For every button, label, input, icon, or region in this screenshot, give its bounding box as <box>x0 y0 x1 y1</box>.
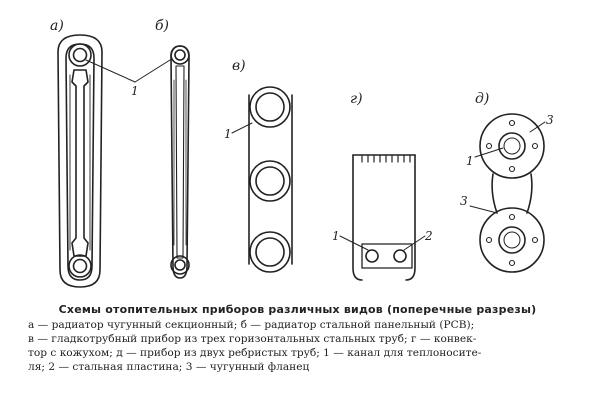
callout-a-b-1: 1 <box>131 84 139 98</box>
callout-d-1: 1 <box>466 154 474 168</box>
callout-g-2: 2 <box>424 229 433 243</box>
label-v: в) <box>232 58 246 74</box>
callout-v-1: 1 <box>224 127 232 141</box>
label-g: г) <box>350 91 363 107</box>
radiator-steel-panel <box>170 45 190 279</box>
caption-title: Схемы отопительных приборов различных ви… <box>58 303 537 316</box>
caption-body: а — радиатор чугунный секционный; б — ра… <box>28 318 588 374</box>
caption-line: ля; 2 — стальная пластина; 3 — чугунный … <box>28 361 310 373</box>
convector-with-casing <box>352 154 416 281</box>
smooth-tube-device <box>248 86 293 273</box>
leader-lines <box>85 59 546 251</box>
caption-line: а — радиатор чугунный секционный; б — ра… <box>28 319 475 331</box>
label-d: д) <box>475 91 489 107</box>
callout-d-3-bottom: 3 <box>460 194 468 208</box>
callout-d-3-top: 3 <box>546 113 554 127</box>
heating-devices-figure: а) б) в) г) д) 1 1 1 2 1 3 3 <box>50 18 554 288</box>
label-b: б) <box>155 18 169 34</box>
finned-pipe-device <box>479 113 545 273</box>
label-a: а) <box>50 18 64 34</box>
callout-g-1: 1 <box>332 229 340 243</box>
radiator-cast-iron-section <box>57 34 103 288</box>
caption-line: тор с кожухом; д — прибор из двух ребрис… <box>28 347 482 359</box>
caption-line: в — гладкотрубный прибор из трех горизон… <box>28 333 477 345</box>
